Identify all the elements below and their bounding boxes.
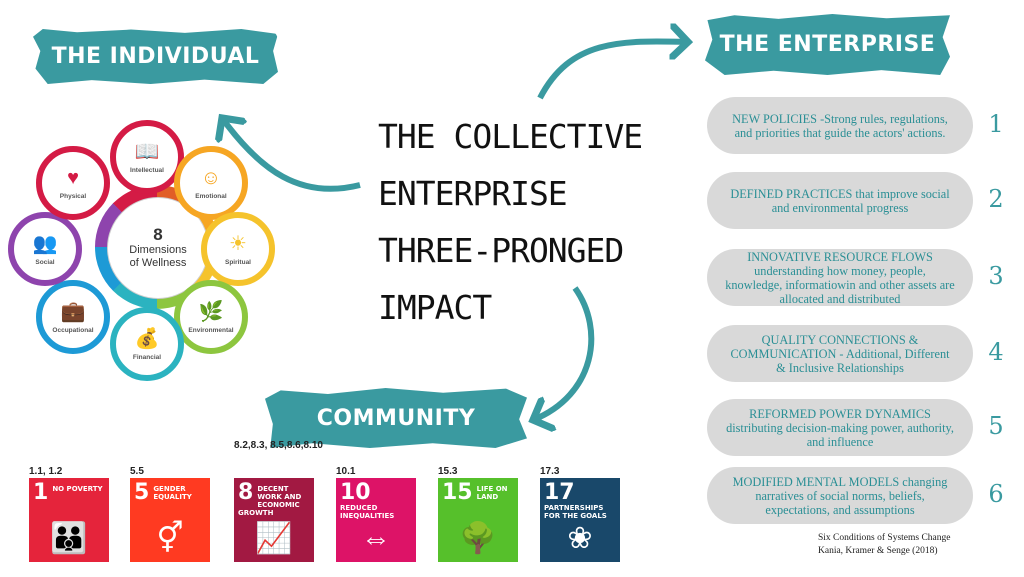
wellness-dimension-label: Occupational: [52, 326, 94, 334]
source-citation: Six Conditions of Systems Change Kania, …: [818, 532, 950, 558]
sdg-number: 10: [340, 480, 371, 505]
condition-number: 1: [988, 110, 1004, 138]
sdg-target-ref: 1.1, 1.2: [29, 466, 63, 477]
sdg-target-ref: 15.3: [438, 466, 458, 477]
gender-icon: ⚥: [156, 522, 184, 555]
condition-box: DEFINED PRACTICES that improve social an…: [707, 172, 973, 229]
money-hand-icon: 💰: [134, 327, 160, 350]
sdg-number: 5: [134, 480, 150, 505]
condition-box: NEW POLICIES -Strong rules, regulations,…: [707, 97, 973, 154]
wheel-center-number: 8: [153, 225, 163, 244]
source-authors: Kania, Kramer & Senge (2018): [818, 546, 938, 556]
sdg-label: Gender Equality: [153, 485, 192, 501]
heart-icon: ♥: [67, 166, 79, 189]
condition-box: QUALITY CONNECTIONS & COMMUNICATION - Ad…: [707, 325, 973, 382]
sdg-label: Partnerships For The Goals: [544, 504, 607, 520]
leaf-icon: 🌿: [198, 300, 224, 323]
sdg-target-ref: 17.3: [540, 466, 560, 477]
title-line: ENTERPRISE: [378, 174, 568, 213]
condition-box: INNOVATIVE RESOURCE FLOWS understanding …: [707, 249, 973, 306]
rings-icon: ❀: [567, 522, 593, 555]
wellness-dimension-label: Emotional: [195, 192, 227, 200]
condition-number: 5: [988, 412, 1004, 440]
growth-chart-icon: 📈: [255, 522, 293, 555]
wellness-dimension-label: Physical: [59, 192, 87, 200]
book-icon: 📖: [134, 140, 160, 163]
wellness-dimension-emotional: ☺ Emotional: [174, 146, 248, 220]
condition-number: 6: [988, 480, 1004, 508]
condition-number: 4: [988, 338, 1004, 366]
briefcase-icon: 💼: [60, 300, 86, 323]
family-icon: 👪: [50, 522, 88, 555]
condition-text: NEW POLICIES -Strong rules, regulations,…: [732, 111, 948, 140]
sdg-tile-15: 15Life On Land 🌳: [438, 478, 518, 562]
sdg-tile-17: 17Partnerships For The Goals ❀: [540, 478, 620, 562]
wellness-dimension-social: 👥 Social: [8, 212, 82, 286]
title-line: THREE-PRONGED: [378, 231, 624, 270]
title-line: IMPACT: [378, 288, 492, 327]
sdg-number: 1: [33, 480, 49, 505]
enterprise-banner: THE ENTERPRISE: [705, 14, 950, 75]
wellness-dimension-intellectual: 📖 Intellectual: [110, 120, 184, 194]
equality-arrows-icon: ⇔: [361, 522, 391, 555]
sdg-target-ref: 10.1: [336, 466, 356, 477]
wellness-dimension-environmental: 🌿 Environmental: [174, 280, 248, 354]
wellness-dimension-spiritual: ☀ Spiritual: [201, 212, 275, 286]
condition-text: DEFINED PRACTICES that improve social an…: [730, 186, 950, 215]
individual-banner: THE INDIVIDUAL: [33, 29, 278, 84]
tree-bird-icon: 🌳: [459, 522, 497, 555]
arrow-to-enterprise: [537, 41, 688, 100]
sdg-tile-10: 10Reduced Inequalities ⇔: [336, 478, 416, 562]
sdg-label: Decent Work and Economic Growth: [238, 485, 302, 517]
sdg-tile-8: 8Decent Work and Economic Growth 📈: [234, 478, 314, 562]
sdg-number: 8: [238, 480, 254, 505]
wheel-center-text-2: of Wellness: [129, 257, 187, 269]
sdg-label: Life On Land: [476, 485, 508, 501]
condition-text: INNOVATIVE RESOURCE FLOWS understanding …: [725, 249, 955, 306]
wellness-dimension-label: Social: [35, 258, 55, 266]
wheel-center: 8 Dimensions of Wellness: [107, 197, 209, 299]
main-title: THE COLLECTIVE ENTERPRISE THREE-PRONGED …: [378, 108, 643, 336]
condition-number: 3: [988, 262, 1004, 290]
condition-text: REFORMED POWER DYNAMICS distributing dec…: [726, 406, 954, 449]
wellness-dimension-label: Spiritual: [224, 258, 251, 266]
community-banner: COMMUNITY: [265, 388, 527, 448]
wellness-dimension-physical: ♥ Physical: [36, 146, 110, 220]
sdg-tile-1: 1No Poverty 👪: [29, 478, 109, 562]
condition-text: MODIFIED MENTAL MODELS changing narrativ…: [732, 474, 948, 517]
wellness-dimension-label: Environmental: [188, 326, 234, 334]
sdg-tile-5: 5Gender Equality ⚥: [130, 478, 210, 562]
condition-box: REFORMED POWER DYNAMICS distributing dec…: [707, 399, 973, 456]
smiley-icon: ☺: [200, 166, 222, 189]
sdg-number: 15: [442, 480, 473, 505]
wellness-dimension-financial: 💰 Financial: [110, 307, 184, 381]
condition-text: QUALITY CONNECTIONS & COMMUNICATION - Ad…: [730, 332, 950, 375]
sdg-label: Reduced Inequalities: [340, 504, 395, 520]
sdg-number: 17: [544, 480, 575, 505]
sdg-target-ref: 8.2,8.3, 8.5,8.6,8.10: [234, 440, 323, 451]
condition-box: MODIFIED MENTAL MODELS changing narrativ…: [707, 467, 973, 524]
condition-number: 2: [988, 185, 1004, 213]
sdg-label: No Poverty: [52, 485, 103, 493]
sdg-target-ref: 5.5: [130, 466, 144, 477]
wheel-center-text-1: Dimensions: [129, 244, 187, 256]
title-line: THE COLLECTIVE: [378, 117, 643, 156]
sunrise-icon: ☀: [229, 232, 247, 255]
source-title: Six Conditions of Systems Change: [818, 533, 951, 543]
wellness-dimension-occupational: 💼 Occupational: [36, 280, 110, 354]
people-icon: 👥: [32, 232, 58, 255]
wellness-dimension-label: Intellectual: [130, 166, 164, 174]
wellness-dimension-label: Financial: [132, 353, 162, 361]
